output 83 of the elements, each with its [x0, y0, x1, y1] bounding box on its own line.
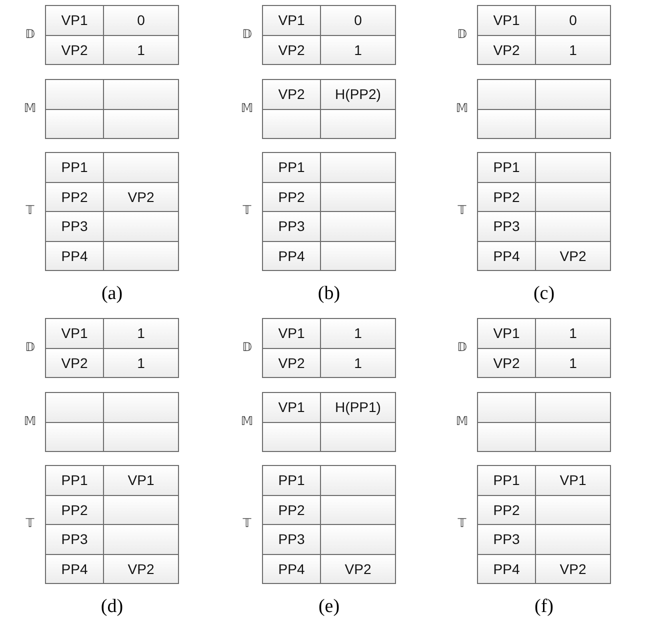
table-cell: H(PP1)	[320, 392, 396, 422]
table-cell: PP2	[477, 494, 536, 525]
table-label: 𝕋	[456, 203, 468, 217]
table-label: 𝔻	[24, 340, 36, 354]
table-cell: PP2	[477, 182, 536, 212]
panel-caption: (a)	[100, 283, 124, 305]
table-cell: VP2	[320, 554, 396, 584]
table-label: 𝕋	[24, 516, 36, 530]
table-cell: 1	[320, 348, 396, 378]
table-cell: PP4	[262, 240, 321, 271]
table-cell: PP2	[45, 494, 104, 525]
table-cell: PP1	[45, 152, 104, 182]
table-cell: 1	[535, 348, 611, 378]
table-cell: VP1	[262, 318, 321, 348]
table-label: 𝔻	[241, 340, 253, 354]
table-cell: VP1	[103, 465, 179, 496]
table-cell: 1	[535, 318, 611, 348]
table-label: 𝕄	[240, 414, 254, 428]
table-cell: 0	[103, 5, 179, 36]
table-label: 𝔻	[456, 26, 468, 40]
table-label: 𝕄	[22, 100, 38, 114]
table-cell: 1	[535, 34, 611, 65]
table-label: 𝔻	[241, 26, 253, 40]
table-cell: H(PP2)	[320, 79, 396, 110]
panel-caption: (f)	[534, 596, 554, 618]
panel-caption: (e)	[317, 596, 341, 618]
panel-caption: (d)	[100, 596, 124, 618]
table-cell: PP1	[477, 152, 536, 182]
table-cell: PP1	[477, 465, 536, 496]
table-cell: VP1	[45, 318, 104, 348]
table-cell: PP1	[262, 465, 321, 496]
table-cell: 0	[320, 5, 396, 36]
table-cell: PP3	[262, 524, 321, 554]
table-cell: PP4	[45, 554, 104, 584]
table-label: 𝕋	[456, 516, 468, 530]
table-label: 𝔻	[24, 26, 36, 40]
panel-caption: (c)	[532, 283, 556, 305]
table-cell: PP4	[45, 240, 104, 271]
table-cell: PP4	[477, 240, 536, 271]
table-cell: PP3	[477, 211, 536, 242]
table-cell: VP2	[535, 554, 611, 584]
table-cell: PP3	[45, 211, 104, 242]
table-label: 𝔻	[456, 340, 468, 354]
table-cell: VP1	[477, 5, 536, 36]
table-cell: PP2	[45, 182, 104, 212]
table-cell: VP2	[262, 348, 321, 378]
table-cell: 1	[320, 34, 396, 65]
table-cell: VP2	[477, 348, 536, 378]
table-cell: VP2	[45, 34, 104, 65]
table-label: 𝕄	[240, 100, 254, 114]
table-cell: VP1	[262, 5, 321, 36]
table-cell: VP2	[103, 554, 179, 584]
table-cell: VP1	[535, 465, 611, 496]
table-cell: VP2	[103, 182, 179, 212]
table-label: 𝕋	[242, 203, 252, 217]
table-label: 𝕄	[22, 414, 38, 428]
table-label: 𝕋	[242, 516, 252, 530]
table-cell: VP2	[262, 34, 321, 65]
table-cell: PP3	[45, 524, 104, 554]
table-cell: VP1	[477, 318, 536, 348]
table-cell: 1	[103, 348, 179, 378]
table-cell: PP4	[262, 554, 321, 584]
table-cell: VP2	[535, 240, 611, 271]
table-cell: PP3	[262, 211, 321, 242]
table-cell: PP1	[262, 152, 321, 182]
table-label: 𝕋	[24, 203, 36, 217]
table-cell: VP2	[262, 79, 321, 110]
panel-caption: (b)	[316, 283, 342, 305]
table-cell: PP3	[477, 524, 536, 554]
table-cell: VP2	[45, 348, 104, 378]
table-label: 𝕄	[454, 100, 470, 114]
table-cell: PP4	[477, 554, 536, 584]
table-cell: PP2	[262, 494, 321, 525]
table-cell: 1	[103, 34, 179, 65]
table-cell: 1	[320, 318, 396, 348]
table-cell: VP2	[477, 34, 536, 65]
table-cell: 1	[103, 318, 179, 348]
table-cell: VP1	[262, 392, 321, 422]
table-cell: 0	[535, 5, 611, 36]
table-cell: PP1	[45, 465, 104, 496]
table-cell: PP2	[262, 182, 321, 212]
table-label: 𝕄	[454, 414, 470, 428]
table-cell: VP1	[45, 5, 104, 36]
